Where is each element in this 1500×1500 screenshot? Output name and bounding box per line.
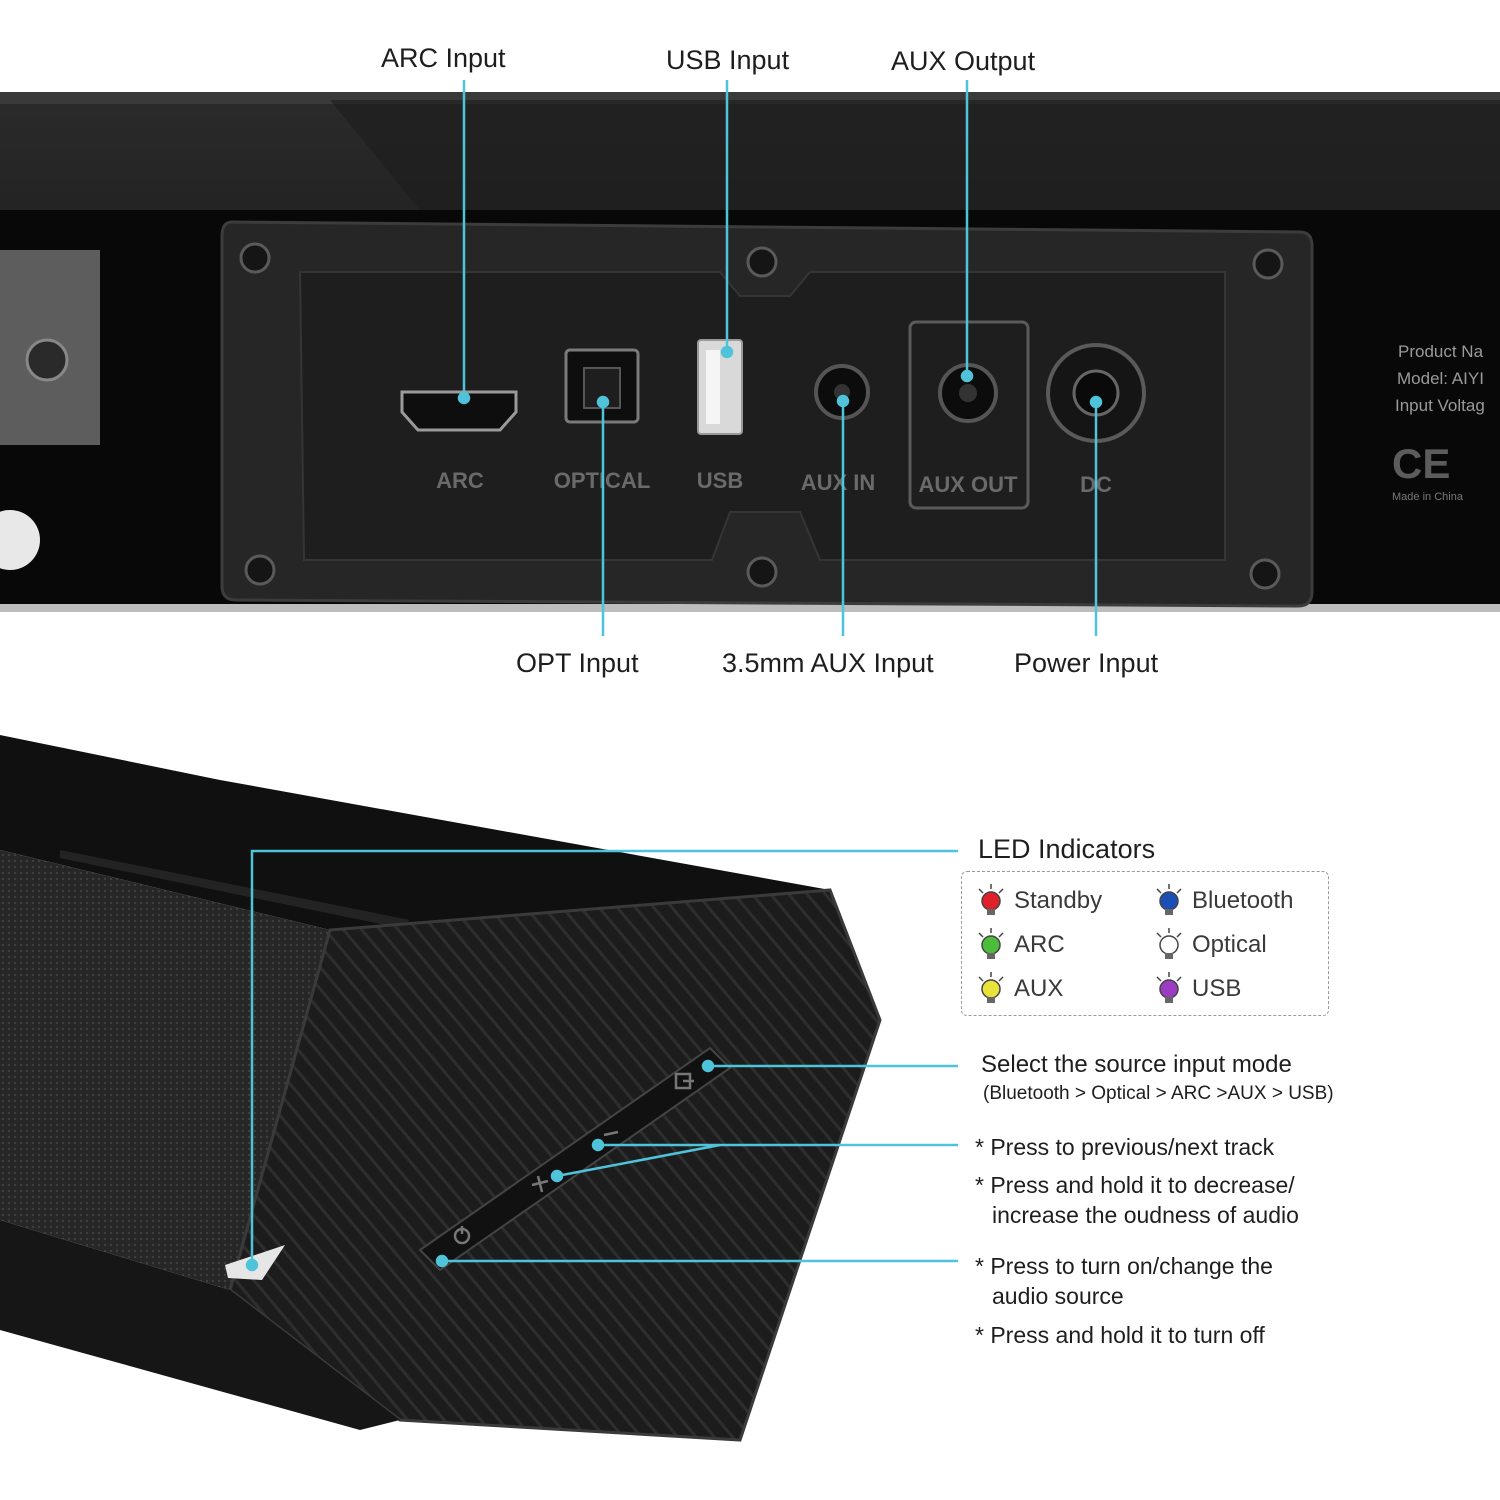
- screws: [239, 242, 1284, 590]
- made-in-china: Made in China: [1392, 491, 1463, 503]
- soundbar-end-view: [0, 735, 958, 1442]
- port-label-aux-out: AUX OUT: [919, 472, 1019, 497]
- callout-usb-input: USB Input: [666, 45, 790, 75]
- power-note-1a: * Press to turn on/change the: [975, 1253, 1273, 1279]
- source-button-icon: [674, 1072, 694, 1090]
- bulb-icon: [978, 884, 1004, 915]
- foot-pad: [0, 510, 40, 570]
- port-label-usb: USB: [697, 468, 743, 493]
- control-callout-lines: [245, 849, 958, 1272]
- volume-note-1: * Press to previous/next track: [975, 1134, 1275, 1160]
- ce-mark: CE: [1392, 440, 1451, 487]
- bulb-icon: [1156, 928, 1182, 959]
- port-label-aux-in: AUX IN: [801, 470, 876, 495]
- volume-down-icon: [603, 1130, 619, 1137]
- led-standby: Standby: [976, 884, 1102, 918]
- led-usb-label: USB: [1192, 975, 1242, 1002]
- power-button-icon: [453, 1226, 471, 1245]
- led-aux: AUX: [976, 972, 1063, 1006]
- nameplate-line1: Product Na: [1398, 342, 1484, 361]
- volume-up-icon: [531, 1175, 549, 1193]
- source-sequence: (Bluetooth > Optical > ARC >AUX > USB): [983, 1083, 1334, 1104]
- callout-aux-output: AUX Output: [891, 46, 1036, 76]
- bulb-icon: [1156, 884, 1182, 915]
- volume-note-2b: increase the oudness of audio: [992, 1202, 1299, 1228]
- button-strip: [418, 1046, 732, 1272]
- rear-panel: ARC OPTICAL USB AUX IN AUX OUT DC: [0, 80, 1500, 636]
- nameplate-line2: Model: AIYI: [1397, 369, 1484, 388]
- callout-aux-35mm-input: 3.5mm AUX Input: [722, 648, 934, 678]
- volume-note-2a: * Press and hold it to decrease/: [975, 1172, 1295, 1198]
- callout-opt-input: OPT Input: [516, 648, 639, 678]
- callout-arc-input: ARC Input: [381, 43, 506, 73]
- bulb-icon: [1156, 972, 1182, 1003]
- bulb-icon: [978, 928, 1004, 959]
- power-note-2: * Press and hold it to turn off: [975, 1322, 1265, 1348]
- led-standby-label: Standby: [1014, 887, 1103, 914]
- led-aux-label: AUX: [1014, 975, 1064, 1002]
- rear-callout-lines: [457, 80, 1103, 636]
- power-note-1b: audio source: [992, 1283, 1124, 1309]
- led-legend-box: Standby Bluetooth ARC Optical AUX USB: [961, 871, 1329, 1016]
- led-arc: ARC: [976, 928, 1065, 962]
- callout-power-input: Power Input: [1014, 648, 1159, 678]
- led-usb: USB: [1154, 972, 1241, 1006]
- led-arc-label: ARC: [1014, 931, 1065, 958]
- speaker-grille: [0, 850, 330, 1290]
- led-indicators-title: LED Indicators: [978, 834, 1156, 864]
- port-label-arc: ARC: [436, 468, 484, 493]
- led-optical-label: Optical: [1192, 931, 1267, 958]
- nameplate-line3: Input Voltag: [1395, 396, 1485, 415]
- source-button-title: Select the source input mode: [981, 1051, 1292, 1078]
- led-optical: Optical: [1154, 928, 1267, 962]
- bulb-icon: [978, 972, 1004, 1003]
- led-bluetooth-label: Bluetooth: [1192, 887, 1294, 914]
- hdmi-port: [400, 390, 518, 432]
- led-bluetooth: Bluetooth: [1154, 884, 1293, 918]
